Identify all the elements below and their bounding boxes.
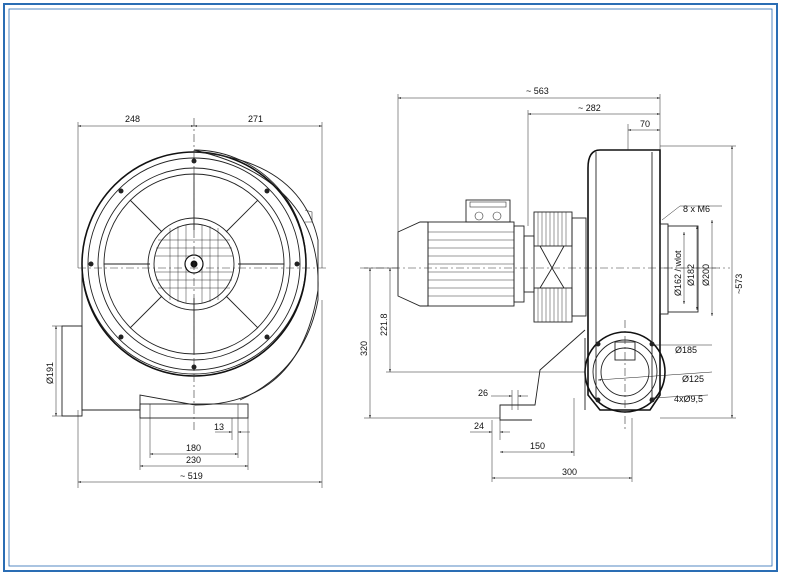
dim-230: 230 xyxy=(186,455,201,465)
inner-border xyxy=(8,8,773,567)
dim-24: 24 xyxy=(474,421,484,431)
front-view: 248 271 Ø191 13 180 230 ~ 519 xyxy=(45,114,326,488)
inlet-duct xyxy=(499,329,586,421)
volute-bulge xyxy=(193,151,319,401)
dim-300: 300 xyxy=(562,467,577,477)
dim-519: ~ 519 xyxy=(180,471,203,481)
terminal-box xyxy=(465,199,511,223)
housing-side xyxy=(587,149,661,411)
dim-221-8: 221.8 xyxy=(379,313,389,336)
side-view: ~ 563 ~ 282 70 8 x M6 Ø162 / wlot Ø182 Ø… xyxy=(359,86,744,482)
dim-320: 320 xyxy=(359,341,369,356)
dim-248: 248 xyxy=(125,114,140,124)
dim-182: Ø182 xyxy=(686,264,696,286)
outer-border xyxy=(3,3,778,572)
dim-125: Ø125 xyxy=(682,374,704,384)
dim-573: ~573 xyxy=(734,274,744,294)
motor-flange xyxy=(513,225,525,303)
dim-bolts: 8 x M6 xyxy=(683,204,710,214)
motor-fins xyxy=(428,231,514,297)
outlet-flange xyxy=(659,223,669,315)
dim-70: 70 xyxy=(640,119,650,129)
inlet-flange xyxy=(61,325,83,417)
rivets xyxy=(88,158,300,370)
dim-holes: 4xØ9,5 xyxy=(674,394,703,404)
cooling-fins-bottom xyxy=(533,287,573,323)
dim-282: ~ 282 xyxy=(578,103,601,113)
dim-13: 13 xyxy=(214,422,224,432)
dim-185: Ø185 xyxy=(675,345,697,355)
dim-563: ~ 563 xyxy=(526,86,549,96)
dim-271: 271 xyxy=(248,114,263,124)
dim-26: 26 xyxy=(478,388,488,398)
volute-tab xyxy=(304,209,313,223)
cooling-fins-top xyxy=(533,211,573,247)
dim-200: Ø200 xyxy=(701,264,711,286)
dim-191: Ø191 xyxy=(45,362,55,384)
dim-180: 180 xyxy=(186,443,201,453)
motor-end-cap xyxy=(397,221,429,307)
dim-150: 150 xyxy=(530,441,545,451)
dim-162: Ø162 / wlot xyxy=(673,250,683,296)
